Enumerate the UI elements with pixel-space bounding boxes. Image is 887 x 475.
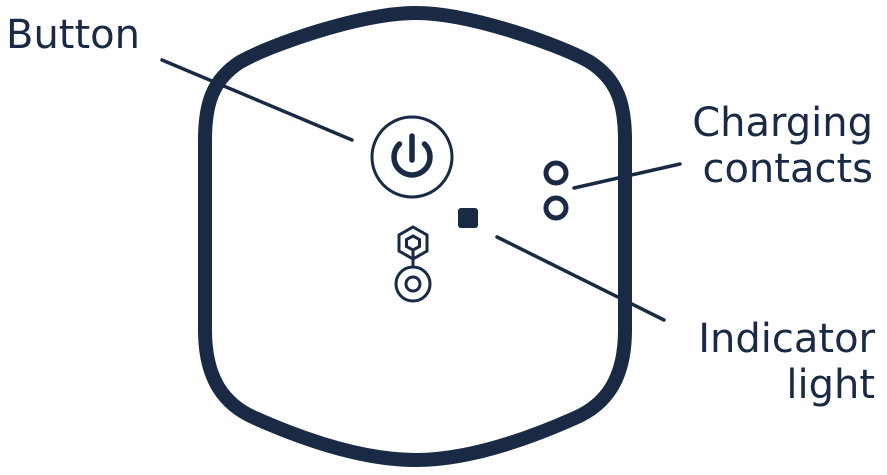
leader-line-indicator (495, 235, 666, 322)
charging-contacts-label-line1: Charging (692, 100, 873, 146)
charging-contacts-label: Charging contacts (692, 100, 873, 192)
charging-contact-bottom (543, 195, 569, 221)
power-icon (391, 133, 433, 178)
indicator-light-label: Indicator light (698, 316, 875, 408)
power-button[interactable] (370, 115, 454, 199)
indicator-light (458, 208, 478, 228)
leader-line-button (160, 58, 354, 142)
charging-contacts-label-line2: contacts (702, 146, 873, 192)
button-label-text: Button (6, 12, 140, 58)
button-label: Button (6, 12, 140, 58)
charging-contact-top (543, 160, 569, 186)
hexagon-circle-logo-icon (394, 225, 432, 303)
device-outline (198, 6, 632, 467)
indicator-light-label-line1: Indicator (698, 316, 875, 362)
charging-contacts (543, 160, 569, 221)
power-button-ring (370, 115, 454, 199)
leader-line-charging (572, 162, 682, 190)
indicator-light-label-line2: light (786, 362, 875, 408)
